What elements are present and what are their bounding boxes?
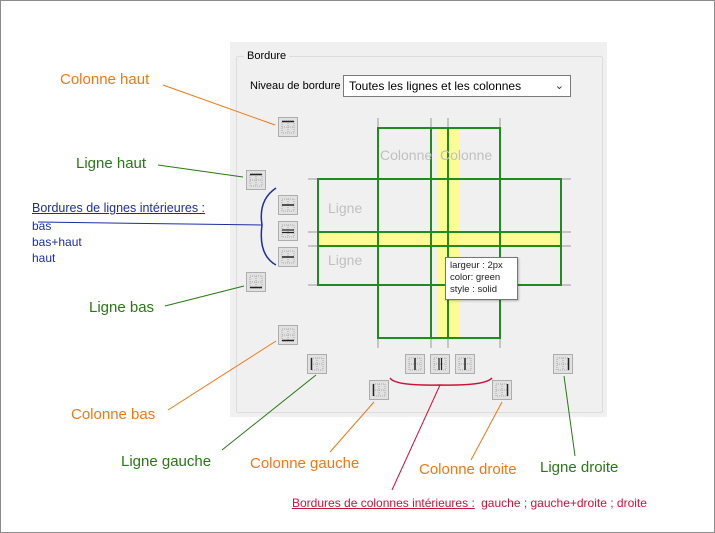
border-right-icon [495, 383, 509, 397]
inner-row-top-button[interactable] [278, 247, 298, 267]
label-colonne-bas: Colonne bas [71, 406, 156, 423]
border-top-icon [281, 120, 295, 134]
border-groupbox [236, 56, 603, 413]
label-inner-rows: Bordures de lignes intérieures : bas bas… [32, 200, 205, 266]
label-colonne-droite: Colonne droite [419, 461, 517, 478]
border-inner-vertical-icon [458, 357, 472, 371]
leader-colonne-bas [167, 340, 277, 411]
border-level-select[interactable]: Toutes les lignes et les colonnes ⌄ [343, 75, 571, 97]
inner-cols-items: gauche ; gauche+droite ; droite [481, 496, 647, 510]
border-inner-horizontal-icon [281, 250, 295, 264]
border-inner-vertical-icon [433, 357, 447, 371]
label-colonne-haut: Colonne haut [60, 71, 150, 88]
label-inner-cols: Bordures de colonnes intérieures : gauch… [292, 494, 647, 512]
inner-row-bottom-button[interactable] [278, 195, 298, 215]
preview-header-right: Colonne [440, 147, 492, 163]
inner-col-right-button[interactable] [455, 354, 475, 374]
border-bottom-icon [281, 328, 295, 342]
ligne-gauche-button[interactable] [307, 354, 327, 374]
border-left-icon [372, 383, 386, 397]
colonne-droite-button[interactable] [492, 380, 512, 400]
leader-ligne-gauche [221, 374, 317, 451]
tooltip-style: style : solid [450, 284, 497, 295]
label-ligne-gauche: Ligne gauche [121, 453, 212, 470]
border-inner-vertical-icon [408, 357, 422, 371]
inner-col-left-button[interactable] [405, 354, 425, 374]
border-left-icon [310, 357, 324, 371]
brace-inner-cols [389, 377, 493, 386]
inner-rows-item-bas: bas [32, 219, 52, 233]
inner-rows-item-bas-haut: bas+haut [32, 235, 82, 249]
colonne-haut-button[interactable] [278, 117, 298, 137]
leader-inner-cols [391, 384, 441, 491]
border-right-icon [556, 357, 570, 371]
tooltip-color: color: green [450, 272, 501, 283]
border-level-value: Toutes les lignes et les colonnes [349, 79, 522, 93]
leader-colonne-haut [162, 84, 276, 126]
border-top-icon [249, 173, 263, 187]
brace-inner-rows [260, 187, 277, 266]
label-ligne-haut: Ligne haut [76, 155, 147, 172]
ligne-bas-button[interactable] [246, 272, 266, 292]
inner-row-both-button[interactable] [278, 221, 298, 241]
inner-rows-item-haut: haut [32, 251, 56, 265]
inner-rows-title: Bordures de lignes intérieures : [32, 201, 206, 215]
label-colonne-gauche: Colonne gauche [250, 455, 360, 472]
leader-inner-rows [37, 221, 263, 226]
label-ligne-droite: Ligne droite [540, 459, 619, 476]
border-bottom-icon [249, 275, 263, 289]
tooltip-width: largeur : 2px [450, 260, 503, 271]
label-ligne-bas: Ligne bas [89, 299, 155, 316]
inner-col-both-button[interactable] [430, 354, 450, 374]
ligne-droite-button[interactable] [553, 354, 573, 374]
chevron-down-icon: ⌄ [554, 80, 564, 92]
inner-cols-title: Bordures de colonnes intérieures : [292, 496, 475, 510]
leader-colonne-gauche [329, 401, 375, 453]
leader-ligne-droite [563, 375, 576, 457]
preview-header-left: Colonne [380, 147, 432, 163]
border-level-label: Niveau de bordure [250, 80, 341, 92]
leader-colonne-droite [470, 401, 503, 461]
leader-ligne-bas [164, 285, 245, 307]
preview-row-top: Ligne [328, 200, 362, 216]
colonne-bas-button[interactable] [278, 325, 298, 345]
ligne-haut-button[interactable] [246, 170, 266, 190]
preview-row-bottom: Ligne [328, 252, 362, 268]
border-tooltip: largeur : 2px color: green style : solid [445, 257, 518, 300]
guide-lines [308, 118, 571, 348]
colonne-gauche-button[interactable] [369, 380, 389, 400]
group-title: Bordure [244, 50, 290, 63]
border-inner-horizontal-icon [281, 198, 295, 212]
border-lines [317, 127, 562, 339]
border-inner-horizontal-icon [281, 224, 295, 238]
leader-ligne-haut [157, 164, 244, 178]
